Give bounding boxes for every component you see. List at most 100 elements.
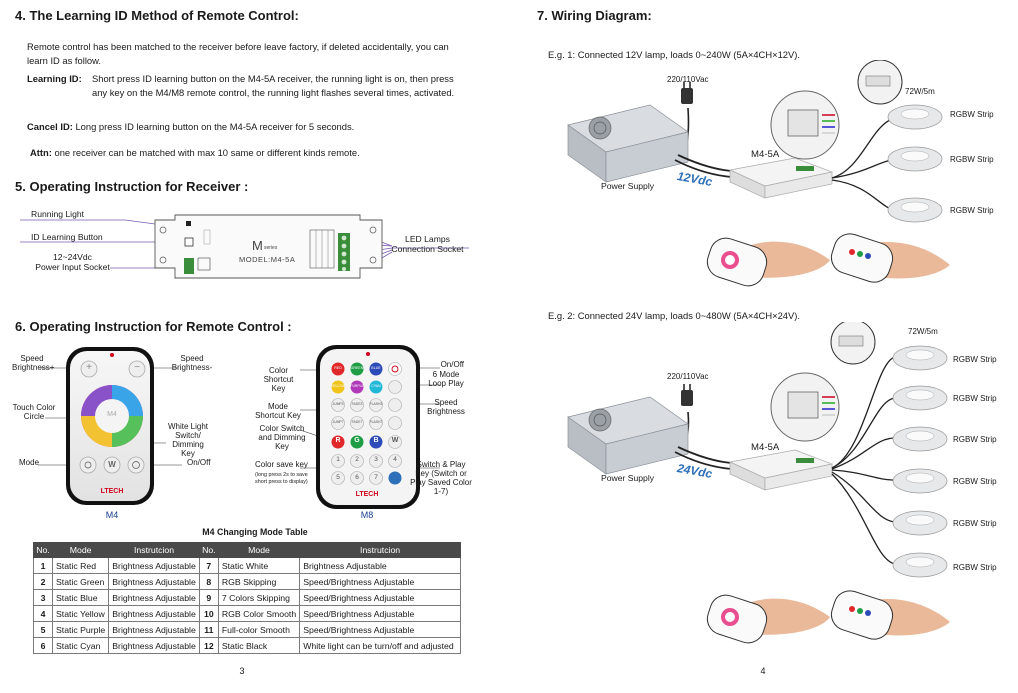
m8-key-red: RED [334,366,342,370]
attn-label: Attn: [30,147,52,158]
m8-color-shortcut-label: Color Shortcut Key [263,366,294,393]
m8-key-cyan: CYAN [371,384,381,388]
m8-remote-diagram [299,345,440,509]
receiver-model: MODEL:M4-5A [239,255,296,264]
m4-caption: M4 [105,510,119,520]
m8-key-6: 6 [355,474,359,481]
eg2-psu-label: Power Supply [601,473,655,483]
eg2-strip-label-5: RGBW Strip [953,519,997,528]
magnify-terminal [770,90,840,160]
learning-id-text: Short press ID learning button on the M4… [92,73,455,98]
receiver-logo: M [252,238,263,253]
m8-key-fade7: FADE7 [351,420,363,424]
m8-key-1: 1 [336,456,340,463]
m8-key-yellow: YELLOW [330,384,346,388]
m4-speed-plus-label: Speed Brightness+ [12,354,55,372]
m8-key-w: W [391,437,399,444]
cancel-id-text: Long press ID learning button on the M4-… [75,121,355,132]
power-supply-unit [567,396,689,475]
section-6-title: 6. Operating Instruction for Remote Cont… [15,319,292,334]
eg2-strip-label-2: RGBW Strip [953,394,997,403]
receiver-unit [728,449,834,491]
m8-color-save-note: (long press 2s to save short press to di… [255,472,308,485]
m8-key-flash3: FLASH3 [369,402,383,406]
eg2-strip-power: 72W/5m [908,327,938,336]
eg2-strip-label-1: RGBW Strip [953,355,997,364]
m8-switch-play-label: Switch & Play Key (Switch or Play Saved … [410,460,472,496]
eg1-psu-label: Power Supply [601,181,655,191]
led-strip-reels [892,345,948,578]
m8-key-flash7: FLASH7 [369,420,383,424]
mode-table-title: M4 Changing Mode Table [202,527,308,537]
eg2-strip-label-4: RGBW Strip [953,477,997,486]
m8-key-5: 5 [336,474,340,481]
m4-white-light-label: White Light Switch/ Dimming Key [167,422,209,458]
eg2-strip-label-6: RGBW Strip [953,563,997,572]
section-4-intro: Remote control has been matched to the r… [27,41,449,66]
m4-minus-key: − [134,362,140,373]
eg2-strip-label-3: RGBW Strip [953,435,997,444]
m4-touch-circle-label: Touch Color Circle [12,403,56,421]
m8-key-7: 7 [374,474,378,481]
plug-icon [681,384,693,406]
m8-key-jump7: JUMP7 [332,420,344,424]
magnify-terminal [770,372,840,442]
m8-key-b: B [373,437,379,444]
section-7-title: 7. Wiring Diagram: [537,8,652,23]
eg2-mains-label: 220/110Vac [667,372,709,381]
m8-key-green: GREEN [350,366,364,370]
eg2-caption: E.g. 2: Connected 24V lamp, loads 0~480W… [548,310,800,321]
m4-remote-body [66,347,154,505]
section-5-title: 5. Operating Instruction for Receiver : [15,179,249,194]
m4-onoff-label: On/Off [187,458,211,467]
m4-mode-label: Mode [19,458,40,467]
power-supply-unit [567,104,689,183]
running-light-label: Running Light [31,209,85,219]
m8-onoff-label: On/Off [440,360,464,369]
m8-speed-brightness-label: Speed Brightness [427,398,465,416]
learning-id-label: Learning ID: [27,73,82,84]
m8-brand: LTECH [355,491,379,498]
eg1-mains-label: 220/110Vac [667,75,709,84]
m8-color-switch-label: Color Switch and Dimming Key [258,424,306,451]
m8-key-3: 3 [374,456,378,463]
m8-key-jump3: JUMP3 [332,402,344,406]
receiver-unit [728,157,834,199]
m8-caption: M8 [360,510,374,520]
magnify-connector [830,322,876,365]
page-number-left: 3 [239,666,245,676]
m8-key-fade3: FADE3 [351,402,363,406]
eg1-strip-label-1: RGBW Strip [950,110,994,119]
m8-key-purple: PURPLE [350,384,364,388]
m8-loop-play-label: 6 Mode Loop Play [428,370,464,388]
plug-icon [681,82,693,104]
eg1-strip-label-2: RGBW Strip [950,155,994,164]
hand-with-remotes [706,233,950,287]
m4-plus-key: + [86,362,92,373]
receiver-series: series [264,245,278,251]
led-strip-reels [887,104,943,223]
receiver-device [154,214,383,279]
magnify-connector [857,60,903,105]
m4-speed-minus-label: Speed Brightness- [171,354,213,372]
m4-ring-label: M4 [107,411,117,418]
receiver-diagram [20,214,469,279]
eg1-strip-power: 72W/5m [905,87,935,96]
wiring-diagram-2 [567,322,950,644]
m4-remote-diagram [38,347,182,505]
section-4-title: 4. The Learning ID Method of Remote Cont… [15,8,299,23]
m4-w-key: W [108,460,116,469]
eg1-receiver-label: M4-5A [751,149,780,160]
eg1-strip-label-3: RGBW Strip [950,206,994,215]
eg2-receiver-label: M4-5A [751,442,780,453]
m8-key-4: 4 [393,456,397,463]
m8-color-save-label: Color save key [255,460,308,469]
m8-key-2: 2 [355,456,359,463]
attn-text: one receiver can be matched with max 10 … [54,147,360,158]
